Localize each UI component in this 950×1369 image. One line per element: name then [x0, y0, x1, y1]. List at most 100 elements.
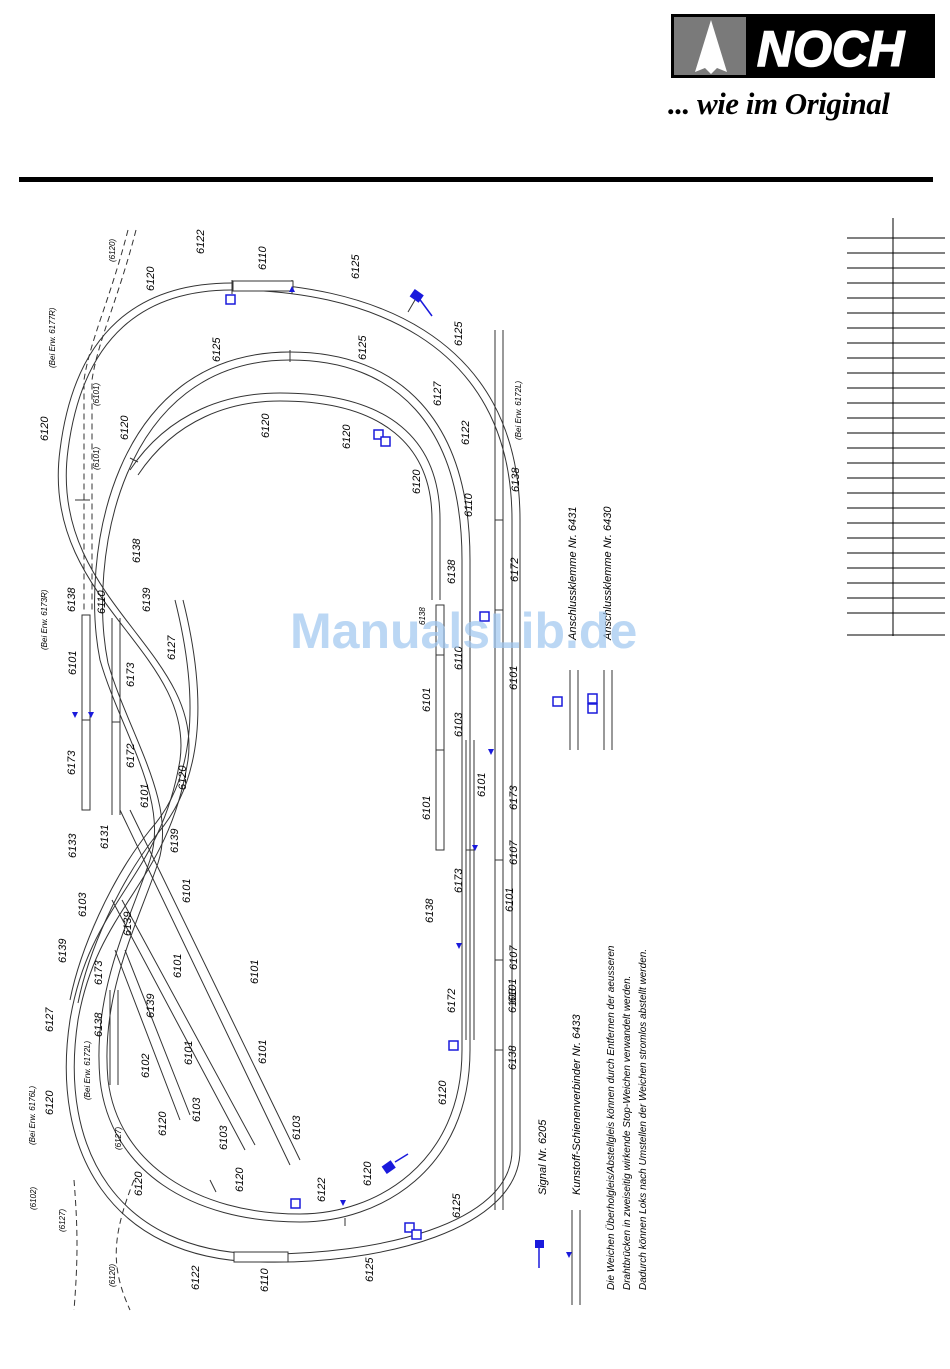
track-label: 6139 [141, 588, 153, 612]
track-label: 6173 [125, 662, 137, 687]
track-label: 6103 [191, 1097, 203, 1122]
terminal-clip-icon [225, 294, 490, 1209]
noch-tree-logo [695, 20, 727, 74]
track-label: 6125 [357, 335, 369, 360]
track-label: 6139 [145, 994, 157, 1018]
track-label: 6101 [257, 1040, 269, 1064]
tagline: ... wie im Original [668, 86, 890, 121]
track-label: 6172 [446, 989, 458, 1013]
legend-connector-label: Kunstoff-Schienenverbinder Nr. 6433 [571, 1014, 583, 1195]
track-label: 6173 [453, 868, 465, 893]
track-label: 6138 [446, 559, 458, 584]
noch-logo: NOCH [671, 14, 935, 78]
track-label: 6120 [411, 469, 423, 494]
track-label: 6127 [44, 1007, 56, 1032]
track-label: 6120 [260, 413, 272, 438]
logo-text: NOCH [757, 21, 905, 77]
track-label: 6173 [66, 750, 78, 775]
track-label: 6110 [257, 245, 269, 270]
track-label: (Bei Erw. 6173R) [40, 589, 49, 650]
track-label: 6120 [177, 765, 189, 790]
track-label: 6122 [190, 1266, 202, 1290]
track-label: 6122 [316, 1178, 328, 1202]
track-label: 6138 [510, 467, 522, 492]
track-label: 6125 [211, 337, 223, 362]
legend-signal: Signal Nr. 6205 Kunstoff-Schienenverbind… [535, 1014, 583, 1305]
track-label: 6139 [122, 912, 134, 936]
track-label: 6139 [169, 829, 181, 853]
terminal-clip-icon [552, 696, 563, 707]
track-label: 6101 [67, 651, 79, 675]
track-label: 6173 [93, 960, 105, 985]
parts-table [847, 218, 945, 636]
legend-clip-single: Anschlussklemme Nr. 6431 [567, 507, 579, 641]
track-label: 6120 [133, 1171, 145, 1196]
track-label: (6127) [114, 1127, 123, 1150]
diagonal-sidings [111, 809, 301, 1166]
track-label: 6101 [421, 796, 433, 820]
legend-clip-double: Anschlussklemme Nr. 6430 [602, 506, 614, 641]
track-label: 6120 [362, 1161, 374, 1186]
track-label: (6127) [58, 1209, 67, 1232]
track-label: 6101 [183, 1041, 195, 1065]
signal-markers [72, 286, 494, 1240]
track-label: 6120 [119, 415, 131, 440]
note-line: Die Weichen Überholgleis/Abstellgleis kö… [605, 945, 617, 1290]
inner-loop-track [129, 392, 441, 600]
middle-loop-track [94, 351, 471, 1223]
track-label: 6103 [77, 892, 89, 917]
track-label: 6101 [421, 688, 433, 712]
track-label: 6125 [451, 1193, 463, 1218]
track-label: 6120 [234, 1167, 246, 1192]
track-label: 6120 [39, 416, 51, 441]
track-label: (6101) [92, 383, 101, 406]
track-label: 6110 [453, 645, 465, 670]
track-label: 6110 [463, 492, 475, 517]
legend-signal-label: Signal Nr. 6205 [537, 1119, 549, 1195]
track-label: 6125 [364, 1257, 376, 1282]
track-label: 6101 [507, 979, 519, 1003]
track-label: 6172 [509, 558, 521, 582]
track-label: 6138 [418, 607, 427, 625]
track-label: 6125 [350, 254, 362, 279]
track-label: 6120 [157, 1111, 169, 1136]
track-label: 6102 [140, 1054, 152, 1078]
track-label: 6138 [424, 898, 436, 923]
track-label: 6131 [99, 825, 111, 849]
track-label: 6133 [67, 833, 79, 858]
track-label: 6103 [507, 988, 519, 1013]
track-label: 6101 [249, 960, 261, 984]
track-label: 6101 [476, 773, 488, 797]
track-label: 6138 [507, 1045, 519, 1070]
outer-oval-track [57, 282, 521, 1263]
track-label: (6101) [92, 447, 101, 470]
track-label: (Bei Erw. 6177R) [48, 307, 57, 368]
double-terminal-clip-icon [373, 429, 422, 1240]
track-label: 6101 [172, 954, 184, 978]
track-label: 6120 [341, 424, 353, 449]
track-label: 6103 [218, 1125, 230, 1150]
track-label: 6120 [145, 266, 157, 291]
track-label: 6103 [453, 712, 465, 737]
track-label: 6101 [504, 888, 516, 912]
track-label: 6101 [181, 879, 193, 903]
track-labels: (6120) 6122 6110 6125 6120 (Bei Erw. 617… [28, 230, 523, 1292]
track-label: (Bei Erw. 6172L) [83, 1041, 92, 1100]
legend-clips: Anschlussklemme Nr. 6431 Anschlussklemme… [552, 506, 614, 750]
signal-flag-icon [535, 1240, 544, 1248]
track-label: (6102) [29, 1187, 38, 1210]
track-label: (6120) [108, 239, 117, 262]
track-label: 6125 [453, 321, 465, 346]
track-label: 6127 [432, 381, 444, 406]
track-label: 6103 [291, 1115, 303, 1140]
stop-triangle-icon [72, 286, 494, 1206]
track-label: 6173 [508, 785, 520, 810]
track-label: 6138 [93, 1012, 105, 1037]
track-label: 6120 [44, 1090, 56, 1115]
track-label: 6110 [96, 589, 108, 614]
track-label: (Bei Erw. 6176L) [28, 1086, 37, 1145]
track-label: 6120 [437, 1080, 449, 1105]
signal-flag-icon [381, 1153, 409, 1174]
track-label: 6138 [131, 538, 143, 563]
